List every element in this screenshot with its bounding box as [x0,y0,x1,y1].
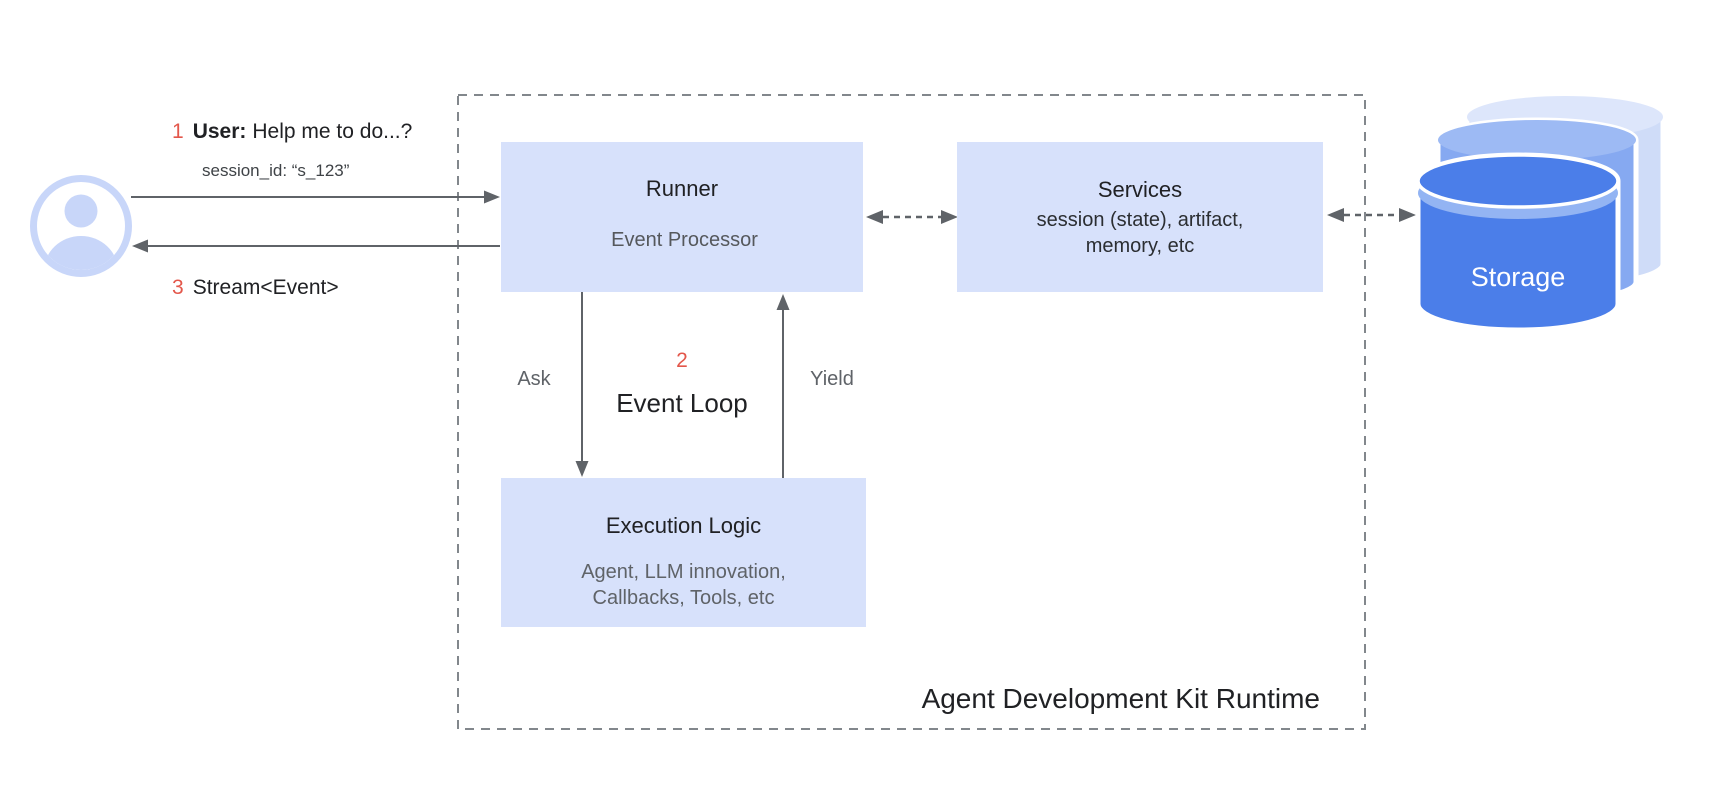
event-processor-label: Event Processor [611,229,758,251]
user-request-annotation: 1 User:Help me to do...? [172,120,412,144]
arrow-user-to-runner [131,190,500,204]
arrow-yield-up [776,294,790,478]
user-speaker-label: User: [192,120,247,143]
arrow-runner-services-dashed [866,210,958,224]
arrow-ask-down [575,292,589,477]
step-1-number: 1 [172,120,184,143]
event-loop-title: Event Loop [616,388,748,418]
runner-title: Runner [645,176,719,201]
step-3-number: 3 [172,276,184,299]
arrow-runner-to-user [132,239,500,253]
stream-response-text: Stream<Event> [192,276,339,299]
user-request-text: Help me to do...? [252,120,413,143]
yield-label: Yield [810,368,854,390]
storage-cylinder-front: Storage [1415,152,1621,333]
stream-response-annotation: 3 Stream<Event> [172,276,339,300]
step-2-number: 2 [676,349,688,372]
services-detail-line2: memory, etc [1085,234,1195,257]
execution-logic-box: Execution Logic Agent, LLM innovation, C… [501,478,866,627]
runner-box: Runner [501,142,863,292]
execution-logic-title: Execution Logic [605,513,762,538]
services-box: Services session (state), artifact, memo… [957,142,1323,292]
execution-detail-line1: Agent, LLM innovation, [581,561,786,583]
storage-label: Storage [1471,262,1566,292]
execution-detail-line2: Callbacks, Tools, etc [592,587,775,609]
services-title: Services [1097,176,1183,202]
ask-label: Ask [517,368,551,390]
storage-database-icon: Storage [1405,85,1680,345]
services-detail-line1: session (state), artifact, [1036,208,1244,231]
arrow-services-storage-dashed [1327,208,1416,222]
session-id-annotation: session_id: “s_123” [202,161,350,180]
runtime-caption: Agent Development Kit Runtime [921,683,1320,714]
user-icon [30,175,132,277]
runtime-boundary-dashed-frame [457,94,1366,730]
